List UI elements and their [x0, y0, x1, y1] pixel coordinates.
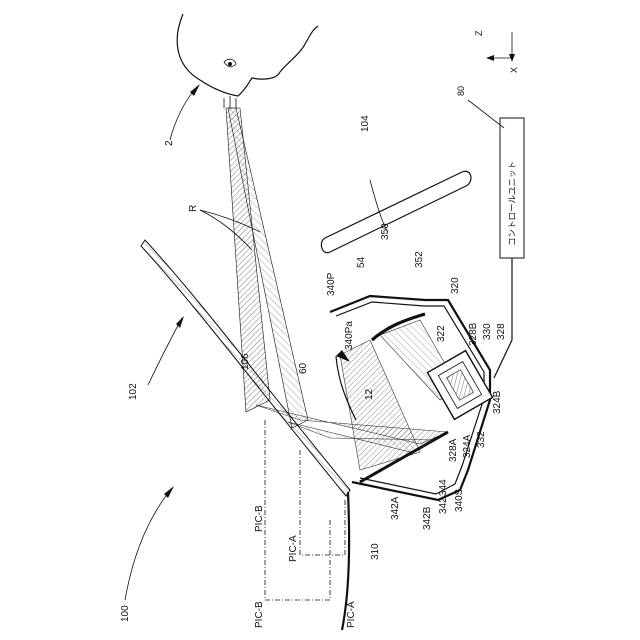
label-328A: 328A: [448, 438, 459, 462]
driver-head: [177, 14, 318, 96]
label-352: 352: [414, 251, 425, 268]
control-unit-text: コントロールユニット: [508, 161, 518, 246]
axis-indicator: Z X: [474, 30, 519, 73]
label-54: 54: [356, 256, 367, 268]
label-310: 310: [370, 543, 381, 560]
label-60: 60: [298, 362, 309, 374]
label-pic-b-1: PIC-B: [254, 505, 265, 532]
label-324A: 324A: [462, 434, 473, 458]
label-322: 322: [436, 325, 447, 342]
label-332: 332: [476, 431, 487, 448]
label-324B: 324B: [492, 390, 503, 414]
label-2: 2: [164, 140, 175, 146]
label-340S: 340S: [454, 488, 465, 512]
pic-boxes: [265, 420, 345, 600]
label-340P: 340P: [326, 272, 337, 296]
control-unit: コントロールユニット 80: [456, 86, 524, 258]
label-344: 344: [438, 479, 449, 496]
label-342: 342: [438, 497, 449, 514]
label-R: R: [188, 205, 199, 212]
label-12: 12: [364, 388, 375, 400]
label-pic-a-2: PIC-A: [346, 601, 357, 628]
label-342A: 342A: [390, 496, 401, 520]
element-104: [321, 171, 471, 252]
label-340Pa: 340Pa: [344, 321, 355, 350]
label-328: 328: [496, 323, 507, 340]
label-80: 80: [456, 86, 466, 96]
label-320: 320: [450, 277, 461, 294]
eye-marker: [224, 96, 236, 108]
label-104: 104: [360, 115, 371, 132]
label-100: 100: [120, 605, 131, 622]
light-beams: [226, 108, 460, 470]
label-330: 330: [482, 323, 493, 340]
label-pic-a-1: PIC-A: [288, 535, 299, 562]
label-102: 102: [128, 383, 139, 400]
control-connection: [494, 258, 512, 378]
axis-x-label: X: [509, 67, 519, 73]
label-342B: 342B: [422, 506, 433, 530]
label-328B: 328B: [468, 322, 479, 346]
axis-z-label: Z: [474, 30, 484, 36]
label-350: 350: [380, 223, 391, 240]
label-pic-b-2: PIC-B: [254, 601, 265, 628]
label-106: 106: [240, 353, 251, 370]
